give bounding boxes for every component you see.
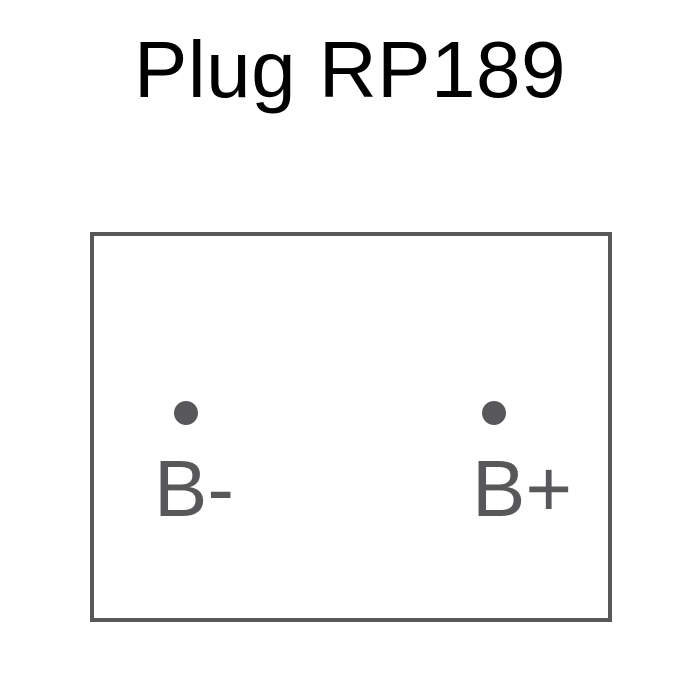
pin-b-plus-label: B+: [472, 444, 573, 533]
pin-b-minus-dot: [174, 401, 198, 425]
pin-b-plus-dot: [482, 401, 506, 425]
diagram-title: Plug RP189: [134, 25, 566, 114]
pin-b-minus-label: B-: [154, 444, 234, 533]
plug-face-outline: B- B+: [90, 232, 612, 622]
